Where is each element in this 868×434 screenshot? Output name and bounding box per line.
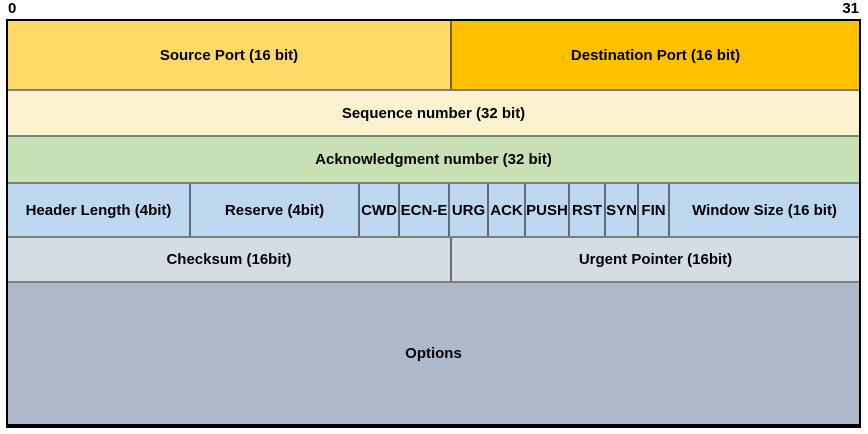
flag-ecn-e: ECN-E <box>398 184 448 236</box>
row-ports: Source Port (16 bit) Destination Port (1… <box>8 21 859 89</box>
row-flags: Header Length (4bit) Reserve (4bit) CWD … <box>8 182 859 236</box>
flag-rst: RST <box>568 184 604 236</box>
field-checksum: Checksum (16bit) <box>8 238 450 281</box>
field-window-size: Window Size (16 bit) <box>668 184 859 236</box>
flag-cwd: CWD <box>358 184 398 236</box>
field-source-port: Source Port (16 bit) <box>8 21 450 89</box>
bit-label-end: 31 <box>842 0 859 17</box>
field-reserve: Reserve (4bit) <box>189 184 358 236</box>
bit-ruler: 0 31 <box>6 0 861 19</box>
row-checksum: Checksum (16bit) Urgent Pointer (16bit) <box>8 236 859 281</box>
flag-syn: SYN <box>604 184 637 236</box>
field-options: Options <box>8 283 859 424</box>
field-header-length: Header Length (4bit) <box>8 184 189 236</box>
row-sequence-number: Sequence number (32 bit) <box>8 89 859 135</box>
bit-label-start: 0 <box>8 0 17 17</box>
flag-urg: URG <box>448 184 487 236</box>
field-urgent-pointer: Urgent Pointer (16bit) <box>450 238 859 281</box>
field-destination-port: Destination Port (16 bit) <box>450 21 859 89</box>
field-acknowledgment-number: Acknowledgment number (32 bit) <box>8 137 859 182</box>
tcp-header-table: Source Port (16 bit) Destination Port (1… <box>6 19 861 428</box>
flag-fin: FIN <box>637 184 668 236</box>
field-sequence-number: Sequence number (32 bit) <box>8 91 859 135</box>
flag-push: PUSH <box>524 184 568 236</box>
row-acknowledgment-number: Acknowledgment number (32 bit) <box>8 135 859 182</box>
row-options: Options <box>8 281 859 424</box>
flag-ack: ACK <box>487 184 524 236</box>
